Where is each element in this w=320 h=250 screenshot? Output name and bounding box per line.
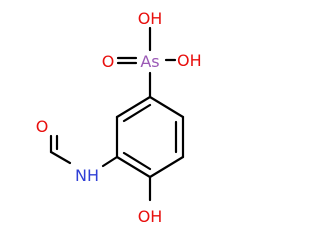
bond-ring-c6-c1-inner: [122, 103, 152, 123]
bond-ring-c4-c5-inner: [122, 151, 152, 171]
molecule-structure: As O OH OH NH O OH: [36, 9, 202, 226]
bond-ring-c1-c2: [148, 95, 185, 119]
bonds: [49, 26, 185, 202]
oxo-oxygen-label: O: [102, 52, 115, 71]
structure-canvas: As O OH OH NH O OH: [35, 9, 202, 226]
atom-labels: As O OH OH NH O OH: [36, 9, 202, 226]
hydroxyl-right-label: OH: [177, 51, 202, 70]
bond-ring-c3-c4: [148, 155, 185, 179]
hydroxyl-top-label: OH: [138, 9, 163, 28]
amide-nitrogen-label: NH: [75, 166, 99, 185]
phenol-oxygen-label: OH: [138, 207, 163, 226]
bond-ring-c6-c1: [115, 95, 152, 119]
bond-ring-c4-c5: [115, 155, 152, 179]
formyl-oxygen-label: O: [36, 117, 49, 136]
bond-n-cformyl: [49, 150, 72, 165]
arsenic-label: As: [140, 52, 159, 71]
bond-c5-n: [101, 155, 119, 168]
